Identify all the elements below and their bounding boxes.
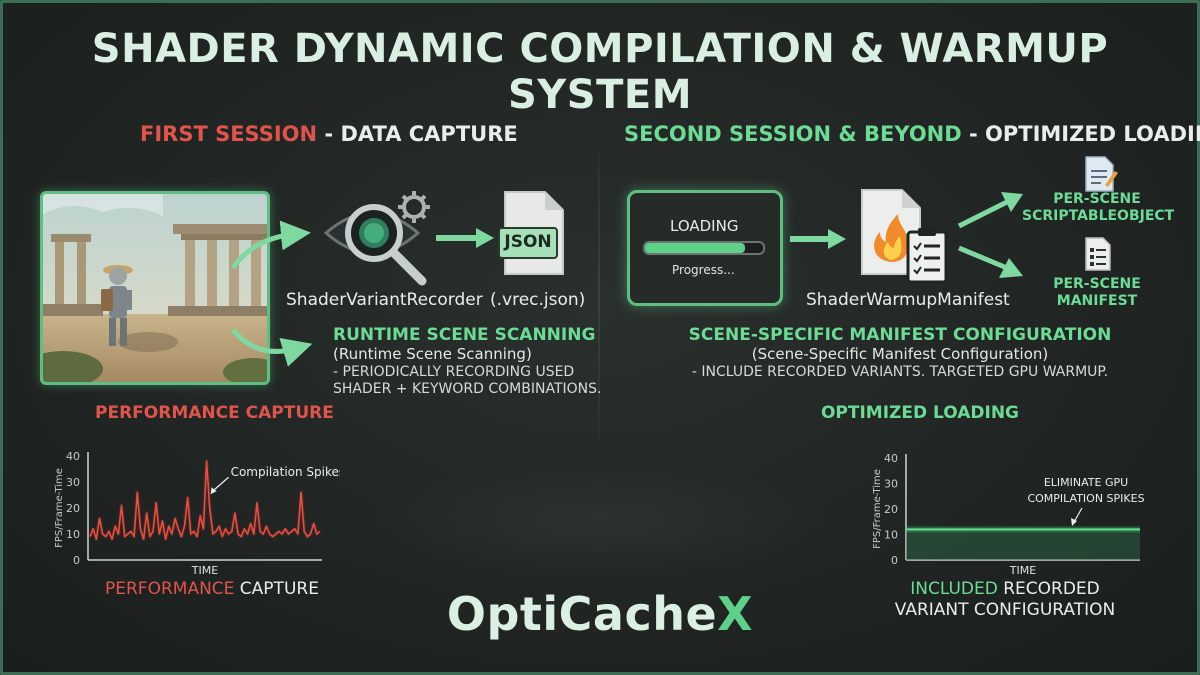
y-tick-label: 40 bbox=[66, 450, 80, 463]
scan-note-line2: SHADER + KEYWORD COMBINATIONS. bbox=[333, 381, 602, 397]
performance-capture-title: PERFORMANCE CAPTURE bbox=[95, 403, 334, 423]
annotation-pointer bbox=[212, 476, 230, 492]
x-axis-label: TIME bbox=[1009, 564, 1036, 577]
arrow-to-json bbox=[436, 228, 494, 248]
loading-text: LOADING bbox=[670, 217, 739, 235]
right-heading-accent: SECOND SESSION & BEYOND bbox=[624, 122, 962, 146]
config-note: - INCLUDE RECORDED VARIANTS. TARGETED GP… bbox=[691, 364, 1109, 380]
scan-note-line1: - PERIODICALLY RECORDING USED bbox=[333, 364, 575, 380]
config-subtitle: (Scene-Specific Manifest Configuration) bbox=[751, 345, 1049, 363]
y-tick-label: 40 bbox=[884, 452, 898, 465]
magnifier-gear-icon bbox=[323, 191, 430, 286]
left-heading-accent: FIRST SESSION bbox=[140, 122, 318, 146]
logo-main: OptiCache bbox=[446, 587, 718, 641]
y-tick-label: 30 bbox=[66, 476, 80, 489]
output-manifest: PER-SCENE MANIFEST bbox=[1022, 276, 1172, 310]
output1-line2: SCRIPTABLEOBJECT bbox=[1022, 208, 1175, 224]
progress-fill bbox=[645, 243, 746, 253]
checklist-icon bbox=[1085, 237, 1111, 271]
json-icon-text: JSON bbox=[504, 232, 552, 252]
flame-document-icon bbox=[861, 189, 948, 284]
annotation-arrowhead bbox=[210, 487, 217, 495]
left-caption: PERFORMANCE CAPTURE bbox=[105, 579, 319, 599]
right-caption-rest: RECORDED bbox=[997, 579, 1100, 599]
optimized-loading-title: OPTIMIZED LOADING bbox=[820, 403, 1020, 423]
x-axis-label: TIME bbox=[191, 564, 218, 577]
logo-accent: X bbox=[717, 587, 754, 641]
y-tick-label: 20 bbox=[66, 502, 80, 515]
y-tick-label: 10 bbox=[884, 529, 898, 542]
arrow-to-manifest bbox=[790, 229, 846, 249]
right-section-heading: SECOND SESSION & BEYOND - OPTIMIZED LOAD… bbox=[624, 122, 1200, 146]
document-icon bbox=[1085, 156, 1118, 192]
recorder-label: ShaderVariantRecorder bbox=[286, 290, 483, 310]
annotation-label: Compilation Spikes bbox=[231, 465, 340, 479]
output2-line1: PER-SCENE bbox=[1053, 276, 1141, 292]
y-tick-label: 0 bbox=[891, 554, 898, 567]
scene-arrows bbox=[230, 220, 313, 367]
progress-text: Progress... bbox=[672, 263, 735, 277]
annotation-line2: COMPILATION SPIKES bbox=[1027, 492, 1144, 505]
branch-arrows bbox=[957, 192, 1023, 278]
series-line bbox=[89, 460, 321, 540]
series-area bbox=[906, 529, 1140, 560]
output2-line2: MANIFEST bbox=[1056, 293, 1138, 309]
page-title: SHADER DYNAMIC COMPILATION & WARMUP SYST… bbox=[91, 26, 1109, 118]
right-caption-line2: VARIANT CONFIGURATION bbox=[894, 600, 1116, 620]
left-caption-rest: CAPTURE bbox=[234, 579, 319, 599]
config-title: SCENE-SPECIFIC MANIFEST CONFIGURATION bbox=[688, 325, 1112, 345]
center-glow bbox=[370, 460, 830, 580]
left-heading-rest: - DATA CAPTURE bbox=[317, 122, 518, 146]
right-caption-accent: INCLUDED bbox=[910, 579, 998, 599]
output1-line1: PER-SCENE bbox=[1053, 191, 1141, 207]
left-caption-accent: PERFORMANCE bbox=[105, 579, 235, 599]
y-axis-label: FPS/Frame-Time bbox=[54, 468, 65, 548]
y-tick-label: 10 bbox=[66, 528, 80, 541]
y-tick-label: 0 bbox=[73, 554, 80, 567]
progress-bar bbox=[643, 241, 765, 255]
annotation-line1: ELIMINATE GPU bbox=[1044, 476, 1128, 489]
left-section-heading: FIRST SESSION - DATA CAPTURE bbox=[140, 122, 518, 146]
scan-subtitle: (Runtime Scene Scanning) bbox=[333, 345, 532, 363]
y-tick-label: 30 bbox=[884, 478, 898, 491]
scene-thumbnail bbox=[40, 191, 270, 385]
right-heading-rest: - OPTIMIZED LOADING bbox=[968, 122, 1200, 146]
annotation-pointer bbox=[1073, 507, 1083, 523]
manifest-label: ShaderWarmupManifest bbox=[806, 290, 1010, 310]
section-divider bbox=[598, 150, 600, 440]
scan-title: RUNTIME SCENE SCANNING bbox=[333, 325, 596, 345]
json-label: (.vrec.json) bbox=[490, 290, 586, 310]
logo: OptiCacheX bbox=[0, 587, 1200, 641]
y-tick-label: 20 bbox=[884, 503, 898, 516]
output-scriptableobject: PER-SCENE SCRIPTABLEOBJECT bbox=[1022, 191, 1175, 225]
clipboard-icon bbox=[906, 228, 948, 284]
loading-panel: LOADING Progress... bbox=[627, 190, 783, 306]
json-file-icon: JSON bbox=[497, 190, 567, 278]
annotation-arrowhead bbox=[1071, 518, 1077, 526]
y-axis-label: FPS/Frame-Time bbox=[872, 469, 883, 549]
right-caption: INCLUDED RECORDED VARIANT CONFIGURATION bbox=[860, 579, 1150, 621]
